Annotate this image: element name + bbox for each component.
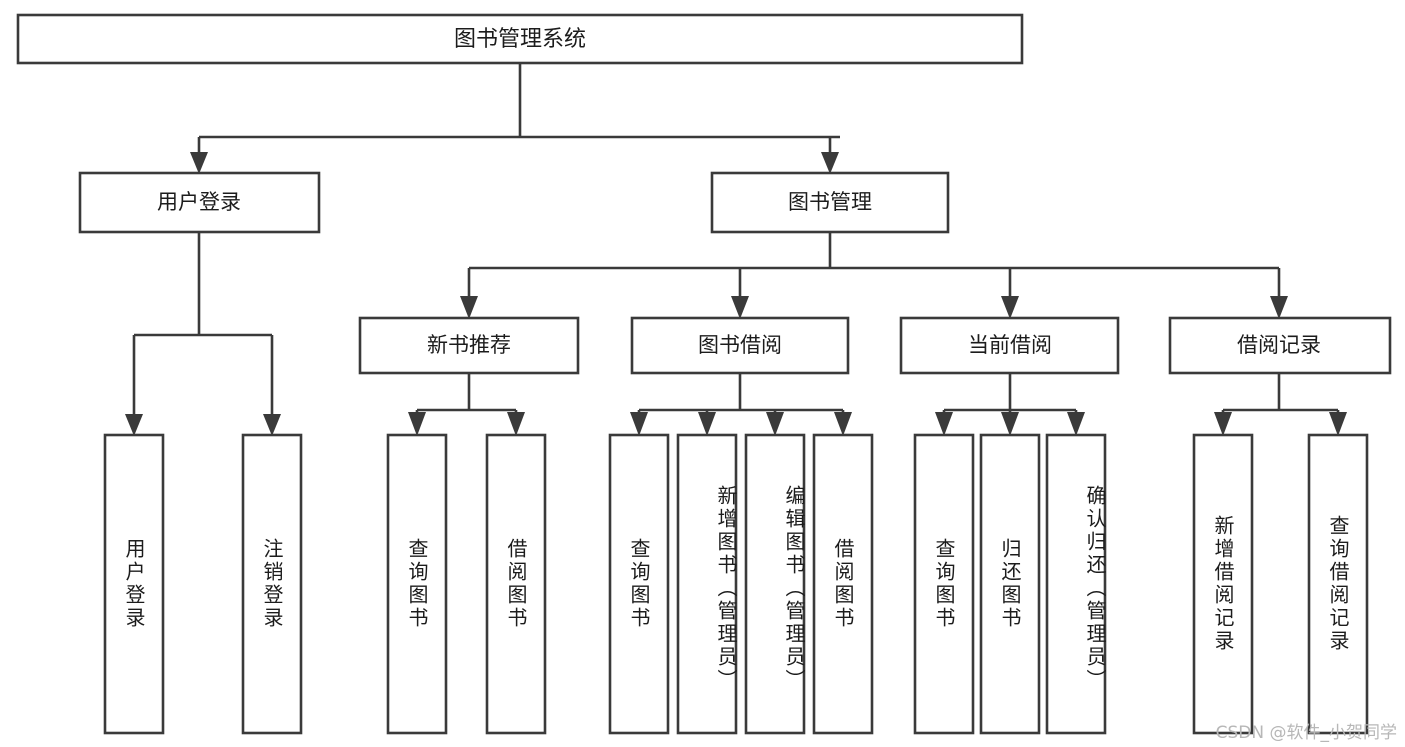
arrow-head-leaf-current-borrow-0 bbox=[935, 412, 953, 436]
arrow-head-leaf-user-login-0 bbox=[125, 414, 143, 436]
arrow-head-leaf-borrow-record-0 bbox=[1214, 412, 1232, 436]
leaf-book-borrow-1[interactable] bbox=[676, 433, 738, 735]
arrow-head-leaf-book-borrow-1 bbox=[698, 412, 716, 436]
arrow-head-leaf-borrow-record-1 bbox=[1329, 412, 1347, 436]
node-user-login-label: 用户登录 bbox=[157, 190, 241, 214]
node-book-management[interactable] bbox=[710, 171, 950, 234]
arrow-head-leaf-current-borrow-2 bbox=[1067, 412, 1085, 436]
leaf-book-borrow-3[interactable] bbox=[812, 433, 874, 735]
node-borrow-record-label: 借阅记录 bbox=[1237, 333, 1321, 357]
arrow-head-book-manage bbox=[821, 152, 839, 174]
leaf-new-book-recommend-0[interactable] bbox=[386, 433, 448, 735]
node-new-book-recommend[interactable] bbox=[358, 316, 580, 375]
node-current-borrow[interactable] bbox=[899, 316, 1120, 375]
leaf-current-borrow-2[interactable] bbox=[1045, 433, 1107, 735]
arrow-head-leaf-book-borrow-0 bbox=[630, 412, 648, 436]
connector-layer bbox=[125, 63, 1347, 436]
arrow-head-level3-2 bbox=[1001, 296, 1019, 319]
watermark-text: CSDN @软件_小贺同学 bbox=[1215, 723, 1397, 743]
leaf-user-login-0[interactable] bbox=[103, 433, 165, 735]
arrow-head-leaf-current-borrow-1 bbox=[1001, 412, 1019, 436]
leaf-current-borrow-1[interactable] bbox=[979, 433, 1041, 735]
node-current-borrow-label: 当前借阅 bbox=[968, 333, 1052, 357]
arrow-head-level3-0 bbox=[460, 296, 478, 319]
leaf-borrow-record-0[interactable] bbox=[1192, 433, 1254, 735]
node-book-borrow[interactable] bbox=[630, 316, 850, 375]
node-new-book-recommend-label: 新书推荐 bbox=[427, 333, 511, 357]
node-borrow-record[interactable] bbox=[1168, 316, 1392, 375]
arrow-head-level3-3 bbox=[1270, 296, 1288, 319]
arrow-head-leaf-new-book-0 bbox=[408, 412, 426, 436]
arrow-head-leaf-book-borrow-2 bbox=[766, 412, 784, 436]
arrow-head-leaf-user-login-1 bbox=[263, 414, 281, 436]
node-layer: 图书管理系统 用户登录 图书管理 新书推荐 图书借阅 当前借阅 借阅记录 bbox=[16, 13, 1392, 735]
arrow-head-user-login bbox=[190, 152, 208, 174]
arrow-head-leaf-new-book-1 bbox=[507, 412, 525, 436]
leaf-current-borrow-0[interactable] bbox=[913, 433, 975, 735]
leaf-book-borrow-0[interactable] bbox=[608, 433, 670, 735]
node-book-management-label: 图书管理 bbox=[788, 190, 872, 214]
leaf-book-borrow-2[interactable] bbox=[744, 433, 806, 735]
node-user-login[interactable] bbox=[78, 171, 321, 234]
leaf-borrow-record-1[interactable] bbox=[1307, 433, 1369, 735]
leaf-user-login-1[interactable] bbox=[241, 433, 303, 735]
node-root-book-management-system[interactable] bbox=[16, 13, 1024, 65]
arrow-head-level3-1 bbox=[731, 296, 749, 319]
node-book-borrow-label: 图书借阅 bbox=[698, 333, 782, 357]
arrow-head-leaf-book-borrow-3 bbox=[834, 412, 852, 436]
node-root-label: 图书管理系统 bbox=[454, 27, 586, 52]
leaf-new-book-recommend-1[interactable] bbox=[485, 433, 547, 735]
